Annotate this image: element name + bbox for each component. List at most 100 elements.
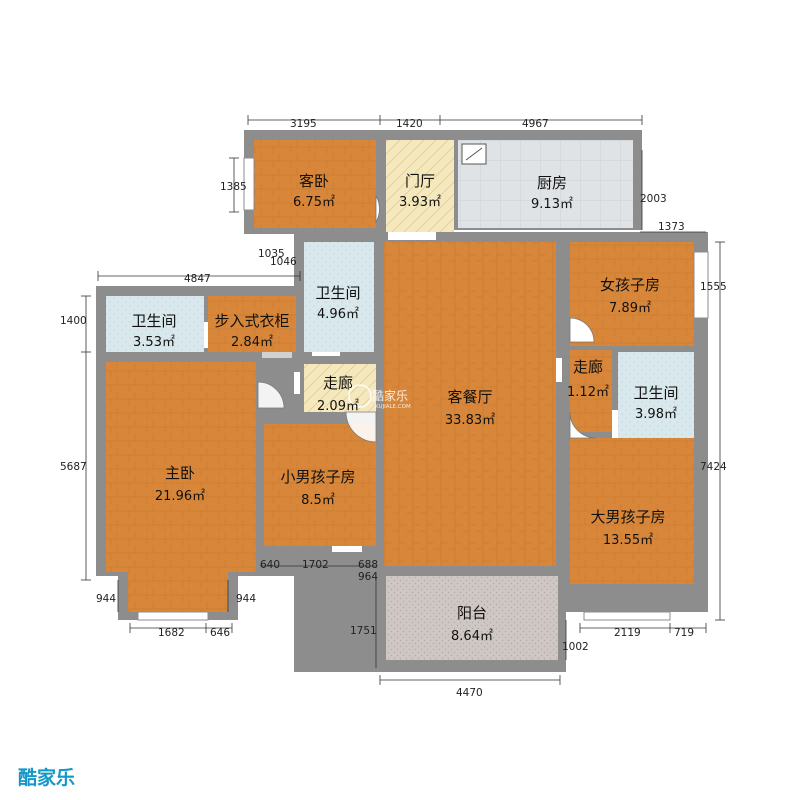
dim-label: 1751 [350, 625, 377, 637]
dim-label: 1385 [220, 181, 247, 193]
room-area: 33.83㎡ [445, 413, 495, 428]
room-name: 卫生间 [633, 384, 678, 402]
door-leaf-closet-main [262, 352, 292, 358]
wall-balcony-frame [376, 566, 566, 576]
kitchen-appliance-mark [465, 147, 483, 161]
room-area: 4.96㎡ [317, 307, 359, 322]
room-area: 9.13㎡ [531, 197, 573, 212]
dim-label: 1702 [302, 559, 329, 571]
window-master-bay [137, 611, 209, 621]
door-swing-guest [375, 194, 380, 224]
room-area: 8.5㎡ [301, 493, 335, 508]
floor-guest-bedroom [254, 140, 376, 228]
door-leaf-corridor-r [556, 358, 562, 382]
watermark-sub: KUJIALE.COM [375, 404, 411, 410]
floor-master-bay [128, 572, 228, 612]
dim-label: 640 [260, 559, 280, 571]
doors-windows [137, 143, 709, 621]
room-name: 卫生间 [131, 312, 176, 330]
floor-corridor-left [304, 364, 376, 412]
room-name: 大男孩子房 [590, 508, 665, 526]
dim-label: 646 [210, 627, 230, 639]
room-area: 1.12㎡ [567, 385, 609, 400]
door-leaf-bath-center [312, 352, 340, 356]
window-girl-room [693, 251, 709, 319]
room-area: 3.53㎡ [133, 335, 175, 350]
floor-big-boy-room [570, 438, 694, 584]
door-swing-girl [569, 317, 595, 343]
floor-bathroom-right [618, 352, 694, 440]
dim-label: 1400 [60, 315, 87, 327]
room-area: 13.55㎡ [603, 533, 653, 548]
dim-label: 2119 [614, 627, 641, 639]
floor-bathroom-center [304, 242, 374, 352]
dim-label: 1420 [396, 118, 423, 130]
door-leaf-small-boy [332, 546, 362, 552]
floor-small-boy-room [264, 424, 376, 546]
floor-kitchen [458, 140, 633, 228]
watermark: 酷家乐 KUJIALE.COM [348, 384, 411, 410]
room-name: 阳台 [457, 604, 487, 622]
floor-corridor-right [570, 350, 612, 432]
dim-label: 7424 [700, 461, 727, 473]
dim-label: 719 [674, 627, 694, 639]
room-name: 走廊 [573, 358, 603, 376]
dim-label: 2003 [640, 193, 667, 205]
room-name: 门厅 [405, 172, 435, 190]
room-name: 主卧 [165, 464, 195, 482]
room-area: 6.75㎡ [293, 195, 335, 210]
room-floors [106, 140, 694, 660]
door-swing-big-boy [569, 411, 597, 439]
room-area: 3.98㎡ [635, 407, 677, 422]
floor-girl-room [570, 242, 694, 346]
room-area: 2.84㎡ [231, 335, 273, 350]
door-leaf-corridor-l [294, 372, 300, 394]
dimension-lines [81, 115, 725, 685]
doorway-foyer [388, 232, 436, 240]
door-leaf-bath-right [612, 410, 618, 438]
window-big-boy-room [583, 611, 671, 621]
dim-label: 688 [358, 559, 378, 571]
dim-label: 1035 [258, 248, 285, 260]
dim-label: 4967 [522, 118, 549, 130]
room-area: 7.89㎡ [609, 301, 651, 316]
door-swing-corridor [345, 411, 377, 443]
room-name: 客卧 [299, 172, 329, 190]
dim-label: 5687 [60, 461, 87, 473]
brand-logo: 酷家乐 [18, 766, 75, 789]
room-labels: 客卧 6.75㎡ 门厅 3.93㎡ 厨房 9.13㎡ 卫生间 4.96㎡ 卫生间… [131, 172, 678, 644]
room-name: 女孩子房 [600, 276, 660, 294]
window-guest-bedroom [243, 157, 255, 211]
dim-label: 1682 [158, 627, 185, 639]
dim-label: 1373 [658, 221, 685, 233]
watermark-brand: 酷家乐 [372, 388, 408, 403]
floor-master-bedroom [106, 362, 256, 572]
dim-label: 964 [358, 571, 378, 583]
dim-label: 1555 [700, 281, 727, 293]
dim-label: 1002 [562, 641, 589, 653]
room-name: 客餐厅 [447, 388, 492, 406]
dimension-labels: 3195 1420 4967 1385 1035 1046 4847 1400 … [60, 118, 727, 699]
room-area: 8.64㎡ [451, 629, 493, 644]
watermark-icon [348, 384, 372, 408]
room-name: 走廊 [323, 374, 353, 392]
room-name: 厨房 [537, 174, 567, 192]
room-name: 步入式衣柜 [214, 312, 289, 330]
room-name: 小男孩子房 [280, 468, 355, 486]
dim-label: 3195 [290, 118, 317, 130]
door-leaf-closet [204, 322, 208, 348]
dim-label: 944 [96, 593, 116, 605]
dim-label: 944 [236, 593, 256, 605]
room-area: 3.93㎡ [399, 195, 441, 210]
floor-bathroom-left [106, 296, 204, 352]
door-swing-master [257, 381, 285, 409]
floor-foyer [386, 140, 454, 232]
dim-label: 4470 [456, 687, 483, 699]
floor-walk-in-closet [208, 296, 296, 352]
floor-balcony [386, 576, 558, 660]
room-area: 2.09㎡ [317, 399, 359, 414]
room-area: 21.96㎡ [155, 489, 205, 504]
room-name: 卫生间 [315, 284, 360, 302]
dim-label: 1046 [270, 256, 297, 268]
